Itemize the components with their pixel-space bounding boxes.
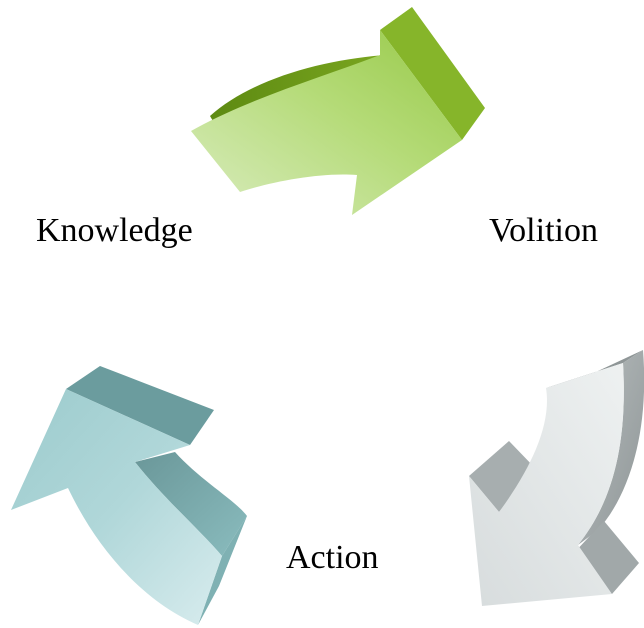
node-label-knowledge: Knowledge xyxy=(36,212,193,249)
arrow-knowledge-to-volition xyxy=(191,7,485,215)
arrow-action-to-knowledge xyxy=(11,366,247,625)
node-label-volition: Volition xyxy=(489,212,598,249)
node-label-action: Action xyxy=(286,539,379,576)
arrow-volition-to-action xyxy=(469,350,644,606)
